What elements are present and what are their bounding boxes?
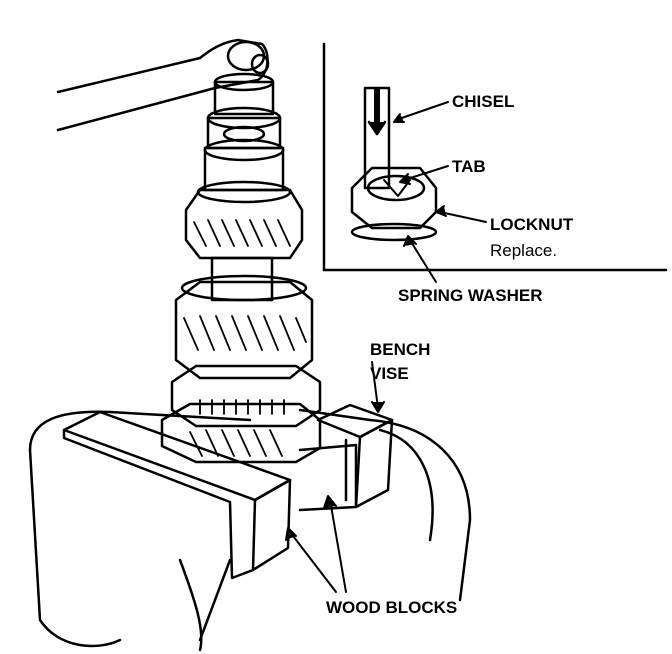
wood-block-right [298,403,394,512]
label-wood-blocks: WOOD BLOCKS [326,598,458,617]
leader-lines [285,101,487,593]
wood-block-left [62,410,292,580]
inset-frame [322,42,668,272]
label-replace-note: Replace. [490,241,558,260]
label-spring-washer: SPRING WASHER [398,286,543,305]
gear-stack [160,72,322,464]
label-bench: BENCH [370,340,431,359]
label-chisel: CHISEL [452,92,515,111]
label-locknut: LOCKNUT [490,215,574,234]
label-tab: TAB [452,157,486,176]
label-vise: VISE [370,364,409,383]
wrench [56,38,270,132]
